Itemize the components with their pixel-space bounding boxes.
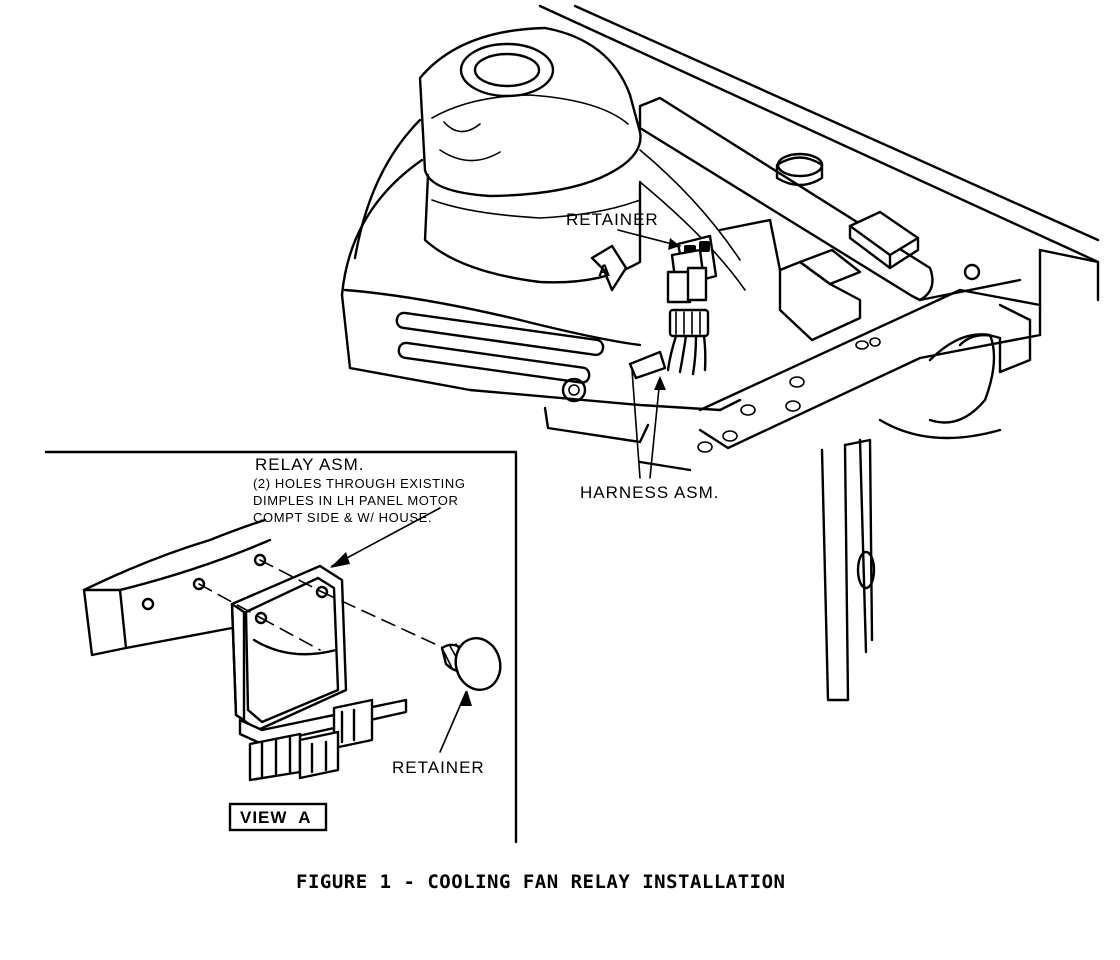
retainer-bottom-label: RETAINER: [392, 758, 485, 777]
push-pin-retainer: [440, 637, 502, 691]
note-line-1: (2) HOLES THROUGH EXISTING: [253, 476, 466, 491]
view-a-label: VIEW A: [240, 808, 312, 827]
harness-label: HARNESS ASM.: [580, 483, 720, 502]
view-a-box: [228, 802, 328, 832]
figure-caption: FIGURE 1 - COOLING FAN RELAY INSTALLATIO…: [296, 871, 786, 893]
view-tag-letter: A: [598, 261, 611, 280]
engine-compartment-illustration: [340, 4, 1100, 702]
view-a-direction-tag: A: [590, 244, 628, 292]
harness-callout: HARNESS ASM.: [580, 369, 720, 502]
note-line-2: DIMPLES IN LH PANEL MOTOR: [253, 493, 458, 508]
relay-label: RELAY ASM.: [255, 455, 365, 474]
retainer-top-callout: RETAINER: [566, 210, 681, 250]
view-a-inset: RELAY ASM. (2) HOLES THROUGH EXISTING DI…: [44, 450, 518, 844]
retainer-top-label: RETAINER: [566, 210, 659, 229]
note-line-3: COMPT SIDE & W/ HOUSE.: [253, 510, 432, 525]
relay-installed: [628, 234, 718, 380]
